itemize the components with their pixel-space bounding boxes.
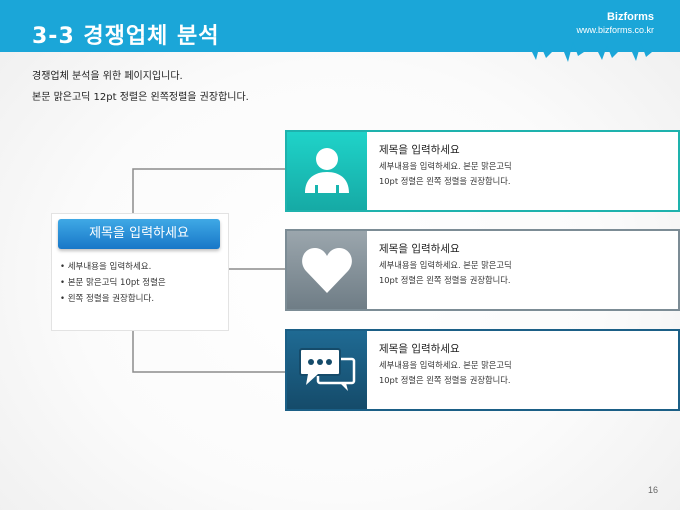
list-item: 왼쪽 정렬을 권장합니다.	[60, 291, 166, 307]
brand-name: Bizforms	[606, 11, 654, 23]
card-body-line: 10pt 정렬은 왼쪽 정렬을 권장합니다.	[379, 375, 511, 385]
card-body-line: 세부내용을 입력하세요. 본문 맑은고딕	[379, 360, 512, 370]
card-title: 제목을 입력하세요	[379, 144, 460, 156]
card-icon-panel	[287, 331, 367, 409]
page-number: 16	[647, 485, 658, 495]
intro-text: 경쟁업체 분석을 위한 페이지입니다. 본문 맑은고딕 12pt 정렬은 왼쪽정…	[32, 66, 249, 108]
brand-url: www.bizforms.co.kr	[576, 25, 654, 35]
list-item: 세부내용을 입력하세요.	[60, 259, 166, 275]
card-body-line: 세부내용을 입력하세요. 본문 맑은고딕	[379, 260, 512, 270]
card-body-line: 10pt 정렬은 왼쪽 정렬을 권장합니다.	[379, 275, 511, 285]
page-title: 3-3 경쟁업체 분석	[32, 24, 220, 49]
brand-block: Bizforms www.bizforms.co.kr	[576, 11, 654, 35]
card-2: 제목을 입력하세요 세부내용을 입력하세요. 본문 맑은고딕 10pt 정렬은 …	[285, 229, 680, 311]
header-bar: 3-3 경쟁업체 분석 Bizforms www.bizforms.co.kr	[0, 0, 680, 52]
card-body-line: 10pt 정렬은 왼쪽 정렬을 권장합니다.	[379, 176, 511, 186]
intro-line-1: 경쟁업체 분석을 위한 페이지입니다.	[32, 71, 183, 82]
card-icon-panel	[287, 132, 367, 210]
card-1: 제목을 입력하세요 세부내용을 입력하세요. 본문 맑은고딕 10pt 정렬은 …	[285, 130, 680, 212]
card-3: 제목을 입력하세요 세부내용을 입력하세요. 본문 맑은고딕 10pt 정렬은 …	[285, 329, 680, 411]
main-bullet-list: 세부내용을 입력하세요. 본문 맑은고딕 10pt 정렬은 왼쪽 정렬을 권장합…	[60, 259, 166, 307]
card-body: 세부내용을 입력하세요. 본문 맑은고딕 10pt 정렬은 왼쪽 정렬을 권장합…	[379, 358, 512, 388]
main-title-badge: 제목을 입력하세요	[58, 219, 220, 249]
card-title: 제목을 입력하세요	[379, 343, 460, 355]
card-body-line: 세부내용을 입력하세요. 본문 맑은고딕	[379, 161, 512, 171]
heart-icon	[302, 248, 352, 293]
card-title: 제목을 입력하세요	[379, 243, 460, 255]
card-body: 세부내용을 입력하세요. 본문 맑은고딕 10pt 정렬은 왼쪽 정렬을 권장합…	[379, 159, 512, 189]
list-item: 본문 맑은고딕 10pt 정렬은	[60, 275, 166, 291]
person-icon	[305, 148, 349, 193]
chat-bubbles-icon	[299, 348, 356, 391]
intro-line-2: 본문 맑은고딕 12pt 정렬은 왼쪽정렬을 권장합니다.	[32, 92, 249, 103]
card-icon-panel	[287, 231, 367, 309]
heartbeat-wave-decoration	[520, 38, 680, 62]
card-body: 세부내용을 입력하세요. 본문 맑은고딕 10pt 정렬은 왼쪽 정렬을 권장합…	[379, 258, 512, 288]
